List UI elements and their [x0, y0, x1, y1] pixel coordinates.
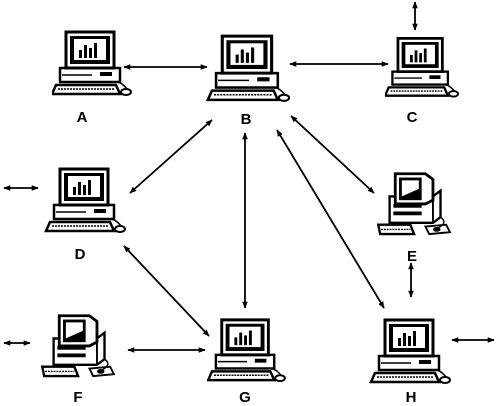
- node-label: C: [407, 109, 418, 126]
- node-c: C: [385, 36, 459, 126]
- node-b: B: [206, 34, 291, 128]
- connection-b-d: [129, 119, 213, 194]
- desktop-computer-icon: [52, 30, 132, 97]
- nodes-layer: A B C D E F G H: [40, 30, 459, 406]
- node-label: E: [407, 248, 417, 265]
- connection-b-e: [290, 115, 375, 194]
- desktop-computer-icon: [385, 36, 459, 99]
- tower-computer-icon: [376, 172, 452, 236]
- node-a: A: [52, 30, 132, 126]
- desktop-computer-icon: [44, 167, 127, 234]
- node-label: G: [239, 389, 251, 406]
- connection-d-g: [123, 245, 210, 337]
- node-e: E: [376, 172, 452, 265]
- node-f: F: [40, 314, 116, 406]
- desktop-computer-icon: [207, 318, 287, 383]
- node-label: D: [75, 246, 86, 263]
- node-label: B: [241, 111, 252, 128]
- node-d: D: [44, 167, 127, 263]
- node-label: F: [73, 389, 82, 406]
- tower-computer-icon: [40, 314, 116, 378]
- node-label: A: [77, 109, 88, 126]
- desktop-computer-icon: [206, 34, 291, 103]
- node-h: H: [369, 318, 452, 406]
- desktop-computer-icon: [369, 318, 452, 385]
- connections-layer: [123, 61, 414, 353]
- connection-b-h: [276, 129, 385, 309]
- node-label: H: [406, 389, 417, 406]
- node-g: G: [207, 318, 287, 406]
- external-links-layer: [3, 1, 495, 346]
